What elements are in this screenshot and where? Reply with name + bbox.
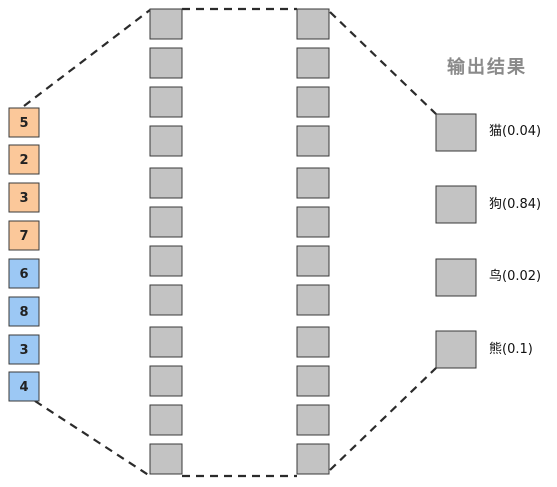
hidden-node [296,206,330,238]
hidden-node [296,326,330,358]
input-cell-box [8,107,40,138]
hidden-node [296,8,330,40]
input-layer: 5 2 3 7 6 8 3 4 [8,107,40,402]
hidden-node [296,245,330,277]
input-cell-value: 2 [19,153,28,168]
output-label: 鸟(0.02) [489,268,541,284]
hidden-node [149,167,183,199]
output-node [435,113,477,152]
output-node [435,185,477,224]
input-cell-box [8,144,40,175]
hidden-node [149,326,183,358]
input-cell-value: 6 [19,267,28,282]
hidden-node [149,86,183,118]
hidden-node [149,245,183,277]
hidden-node [296,47,330,79]
input-cell-box [8,296,40,327]
input-cell-value: 7 [19,229,28,244]
output-node [435,330,477,369]
output-layer: 猫(0.04) 狗(0.84) 鸟(0.02) 熊(0.1) [435,113,541,369]
outline-input-to-hidden-bottom [34,400,151,477]
input-cell-box [8,258,40,289]
output-node [435,258,477,297]
output-item: 熊(0.1) [435,330,533,369]
input-cell-value: 3 [19,191,28,206]
output-label: 猫(0.04) [489,124,541,139]
hidden-node [296,404,330,436]
hidden-node [296,284,330,316]
hidden-node [149,206,183,238]
output-item: 狗(0.84) [435,185,541,224]
hidden-node [149,47,183,79]
input-cell: 2 [8,144,40,175]
input-cell-value: 3 [19,343,28,358]
hidden-layer-2 [296,8,330,475]
hidden-node [149,404,183,436]
input-cell: 7 [8,220,40,251]
hidden-node [149,8,183,40]
input-cell: 8 [8,296,40,327]
output-title: 输出结果 [447,56,527,78]
input-cell: 3 [8,334,40,365]
input-cell-box [8,334,40,365]
input-cell-box [8,182,40,213]
input-cell: 4 [8,371,40,402]
outline-hidden-to-output-top [329,11,437,115]
input-cell-box [8,220,40,251]
outline-hidden-to-output-bottom [329,367,437,471]
output-item: 鸟(0.02) [435,258,541,297]
output-label: 熊(0.1) [489,341,533,357]
hidden-node [296,86,330,118]
input-cell-box [8,371,40,402]
hidden-node [296,365,330,397]
hidden-node [149,365,183,397]
hidden-node [149,125,183,157]
network-outline [23,7,437,478]
hidden-node [149,443,183,475]
output-item: 猫(0.04) [435,113,541,152]
input-cell: 5 [8,107,40,138]
hidden-node [296,443,330,475]
input-cell-value: 8 [19,305,28,320]
input-cell: 3 [8,182,40,213]
input-cell: 6 [8,258,40,289]
input-cell-value: 4 [19,380,28,395]
input-cell-value: 5 [19,116,28,131]
hidden-node [149,284,183,316]
hidden-node [296,125,330,157]
hidden-layer-1 [149,8,183,475]
output-label: 狗(0.84) [489,197,541,212]
hidden-node [296,167,330,199]
outline-input-to-hidden-top [23,9,151,107]
